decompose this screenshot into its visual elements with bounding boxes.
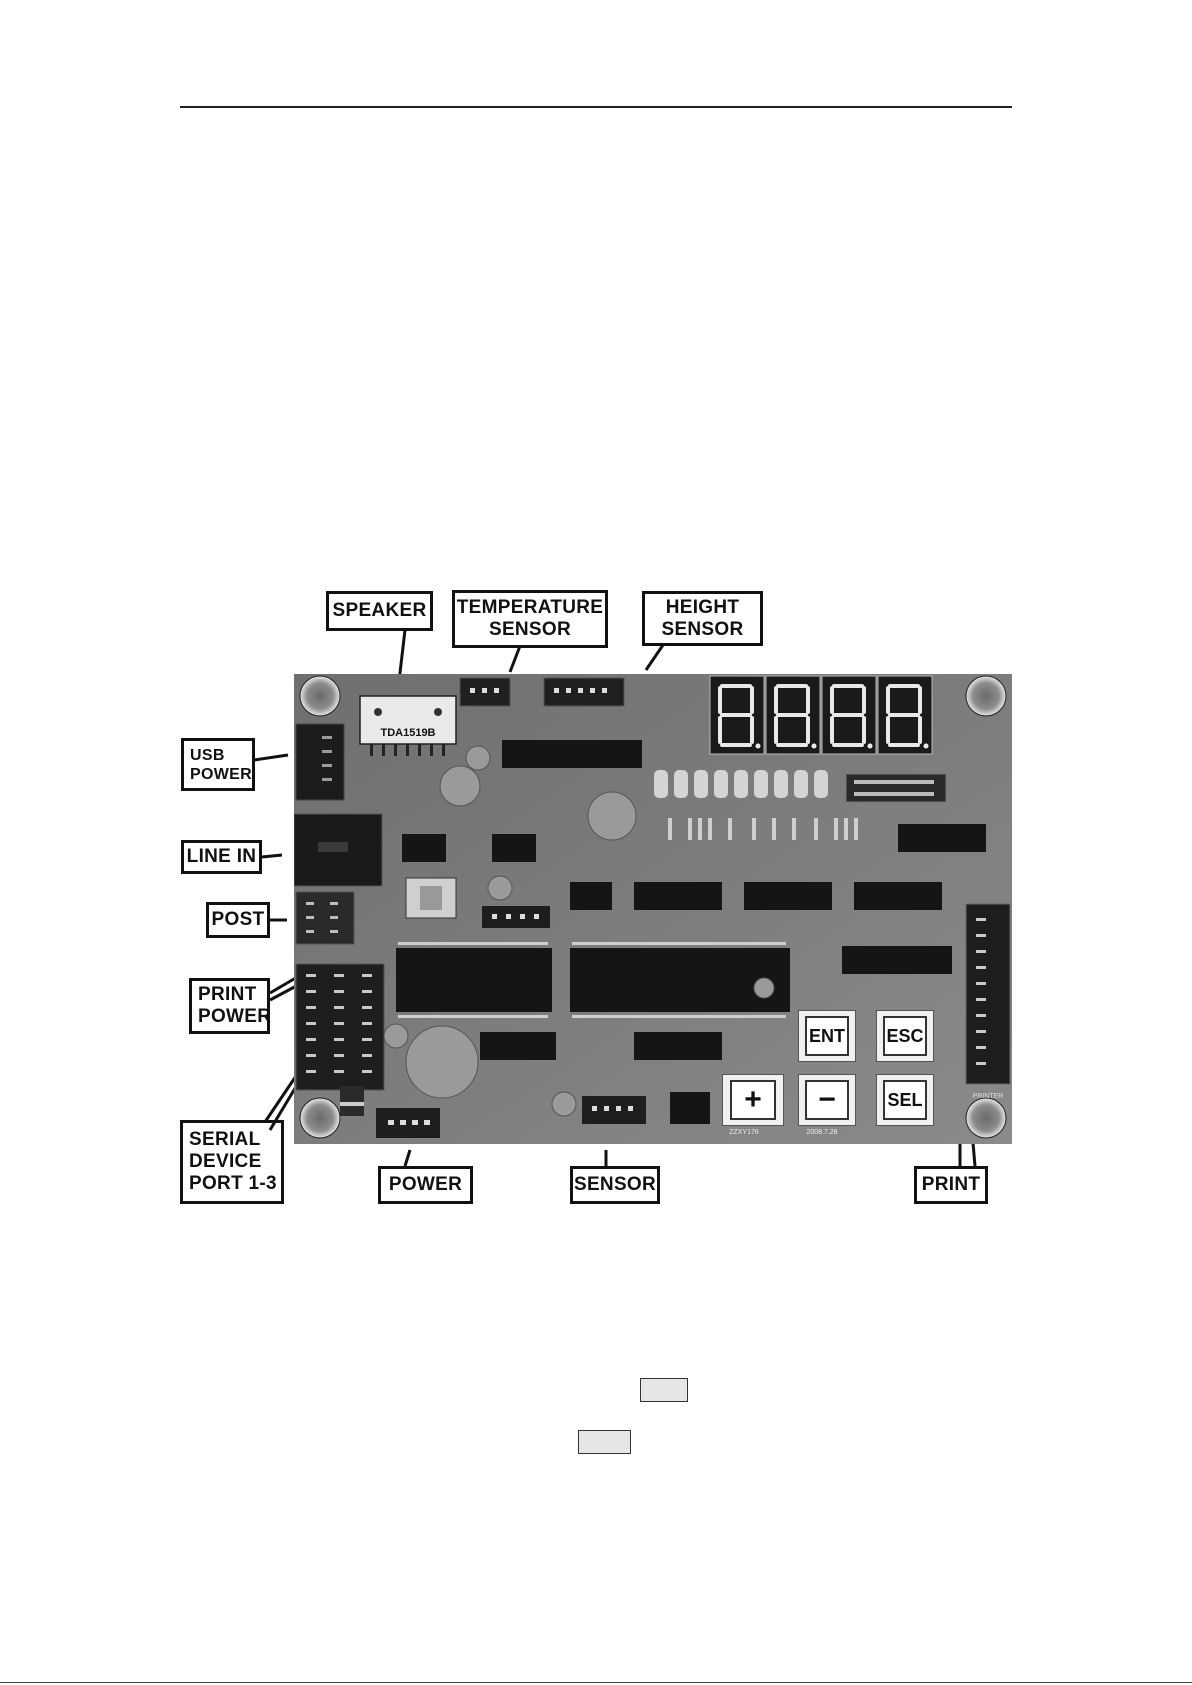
callout-post: POST xyxy=(206,902,270,938)
capacitor-7 xyxy=(754,978,774,998)
callout-height-sensor: HEIGHT SENSOR xyxy=(642,591,763,646)
pointer-line-in xyxy=(262,855,282,857)
chip-2 xyxy=(402,834,446,862)
callout-usb-power: USB POWER xyxy=(181,738,255,791)
plus-button[interactable]: + xyxy=(722,1074,784,1126)
callout-power: POWER xyxy=(378,1166,473,1204)
chip-5 xyxy=(634,882,722,910)
footer-rule xyxy=(0,1682,1192,1683)
chip-8 xyxy=(898,824,986,852)
capacitor-large xyxy=(406,1026,478,1098)
chip-6 xyxy=(744,882,832,910)
chip-9 xyxy=(842,946,952,974)
printer-connector xyxy=(966,904,1010,1084)
callout-line-in: LINE IN xyxy=(181,840,262,874)
usb-connector xyxy=(296,724,344,800)
chip-3 xyxy=(492,834,536,862)
ent-button-cap: ENT xyxy=(805,1016,849,1056)
pcb-board: TDA1519B xyxy=(294,674,1012,1144)
mounting-hole-bl xyxy=(300,1098,340,1138)
esc-button[interactable]: ESC xyxy=(876,1010,934,1062)
callout-speaker: SPEAKER xyxy=(326,591,433,631)
inline-key-box-2 xyxy=(578,1430,631,1454)
capacitor-3 xyxy=(488,876,512,900)
pointer-temperature xyxy=(510,646,520,672)
chip-11 xyxy=(634,1032,722,1060)
printer-silkscreen: PRINTER xyxy=(973,1093,1004,1100)
amplifier-label: TDA1519B xyxy=(380,727,435,739)
capacitor-6 xyxy=(466,746,490,770)
resistor-row xyxy=(654,770,828,798)
callout-print-power: PRINT POWER xyxy=(189,978,270,1034)
mounting-hole-br xyxy=(966,1098,1006,1138)
capacitor-5 xyxy=(552,1092,576,1116)
ribbon-header xyxy=(846,774,946,802)
callout-serial-device-port: SERIAL DEVICE PORT 1-3 xyxy=(180,1120,284,1204)
chip-large-2 xyxy=(570,948,790,1012)
pointer-serial xyxy=(265,1076,296,1122)
ent-button[interactable]: ENT xyxy=(798,1010,856,1062)
chip-4 xyxy=(570,882,612,910)
pointer-usb xyxy=(254,755,288,760)
esc-button-cap: ESC xyxy=(883,1016,927,1056)
minus-button-cap: − xyxy=(805,1080,849,1120)
power-connector xyxy=(376,1108,440,1138)
chip-large-1 xyxy=(396,948,552,1012)
minus-button[interactable]: − xyxy=(798,1074,856,1126)
pointer-power xyxy=(405,1150,410,1166)
capacitor-2 xyxy=(588,792,636,840)
header-rule xyxy=(180,106,1012,108)
chip-1 xyxy=(502,740,642,768)
sel-button-cap: SEL xyxy=(883,1080,927,1120)
sel-button[interactable]: SEL xyxy=(876,1074,934,1126)
capacitor-1 xyxy=(440,766,480,806)
date-silkscreen: 2008.7.28 xyxy=(806,1129,837,1136)
callout-temperature-sensor: TEMPERATURE SENSOR xyxy=(452,590,608,648)
chip-12 xyxy=(670,1092,710,1124)
diode xyxy=(340,1086,364,1116)
mounting-hole-tl xyxy=(300,676,340,716)
capacitor-4 xyxy=(384,1024,408,1048)
sensor-connector xyxy=(582,1096,646,1124)
plus-button-cap: + xyxy=(730,1080,776,1120)
callout-print: PRINT xyxy=(914,1166,988,1204)
callout-sensor: SENSOR xyxy=(570,1166,660,1204)
pointer-height xyxy=(646,645,663,670)
post-header xyxy=(296,892,354,944)
mounting-hole-tr xyxy=(966,676,1006,716)
inline-key-box-1 xyxy=(640,1378,688,1402)
chip-10 xyxy=(480,1032,556,1060)
model-silkscreen: ZZXY176 xyxy=(729,1129,759,1136)
chip-7 xyxy=(854,882,942,910)
